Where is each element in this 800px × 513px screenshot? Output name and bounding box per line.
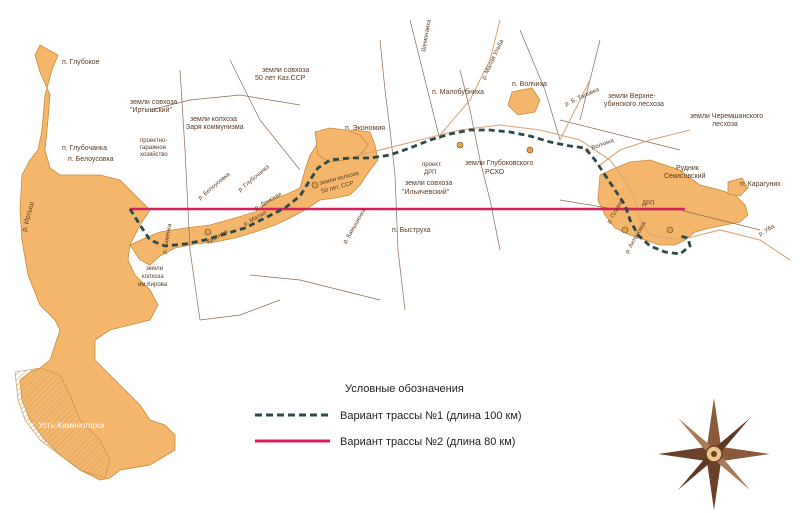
label-verkhne-2: убинского лесхоза bbox=[604, 100, 664, 108]
label-proekt-3: хозяйство bbox=[140, 151, 168, 158]
label-zarya-2: Заря коммунизма bbox=[186, 124, 244, 131]
compass-rose-icon bbox=[658, 398, 770, 510]
label-zarya-1: земли колхоза bbox=[190, 116, 237, 123]
label-uba: р. Уба bbox=[758, 224, 776, 238]
label-ekonomiya: п. Экономия bbox=[345, 125, 385, 132]
rivers bbox=[359, 19, 791, 261]
label-proekt-drp-2: ДРП bbox=[424, 170, 436, 176]
legend-route-2-text: Вариант трассы №2 (длина 80 км) bbox=[340, 436, 515, 448]
label-kamenka: р. Каменка bbox=[162, 223, 173, 255]
label-ust-kamenogorsk: г. Усть-Каменогорск bbox=[32, 421, 105, 430]
label-sovkhoz-50-2: 50 лет Каз.ССР bbox=[255, 75, 306, 82]
label-tagilka: р. Б. Таловка bbox=[564, 87, 601, 108]
label-rudnik-1: Рудник bbox=[676, 165, 700, 172]
route-1-line bbox=[128, 128, 692, 256]
label-glubochanka-river: р. Глубочанка bbox=[237, 164, 271, 194]
label-sovkhoz-50-1: земли совхоза bbox=[262, 67, 309, 74]
label-glubokovsk-2: РСХО bbox=[485, 169, 505, 176]
label-irtysh-sovkhoz-1: земли совхоза bbox=[130, 99, 177, 106]
legend-title: Условные обозначения bbox=[345, 383, 464, 395]
legend: Условные обозначения Вариант трассы №1 (… bbox=[255, 383, 522, 448]
label-volchikha: п. Волчиха bbox=[512, 81, 547, 88]
label-kirov-2: колхоза bbox=[142, 274, 164, 280]
label-rudnik-2: Секисовский bbox=[664, 172, 706, 180]
label-belousovka: п. Белоусовка bbox=[68, 156, 114, 163]
land-volchikha bbox=[507, 87, 541, 116]
label-belousovka-river: р. Белоусовка bbox=[197, 171, 231, 201]
label-glubokovsk-1: земли Глубоковского bbox=[465, 159, 533, 167]
label-kirov-3: им.Кирова bbox=[138, 282, 168, 288]
label-kirov-1: земли bbox=[146, 266, 163, 272]
label-volchikha-river: р. Волчиха bbox=[585, 138, 616, 154]
hatched-city-area bbox=[14, 367, 111, 479]
label-cheremsh-2: лесхоза bbox=[712, 121, 738, 128]
label-bystrukha: п. Быструха bbox=[392, 227, 431, 234]
label-kamyshenka: р. Камышенка bbox=[343, 207, 368, 245]
label-cheremsh-1: земли Черемшанского bbox=[690, 113, 763, 120]
label-ilyich-1: земли совхоза bbox=[405, 180, 452, 187]
label-karagunikh: п. Карагуних bbox=[740, 181, 781, 188]
label-irtysh-sovkhoz-2: "Иртышский" bbox=[130, 106, 172, 114]
label-proekt-1: проектно- bbox=[140, 138, 167, 144]
label-proekt-drp-1: проект. bbox=[422, 162, 442, 168]
legend-route-1-text: Вариант трассы №1 (длина 100 км) bbox=[340, 410, 522, 422]
label-proekt-2: гаражное bbox=[140, 145, 167, 151]
markers bbox=[204, 141, 674, 236]
label-ilyich-2: "Ильичевский" bbox=[402, 188, 450, 196]
land-east bbox=[597, 159, 749, 246]
label-malobubnikha: п. Малобубниха bbox=[432, 88, 484, 96]
label-glubochanka: п. Глубочанка bbox=[62, 144, 107, 152]
label-shemonaikha: Шемонаиха bbox=[421, 19, 433, 53]
label-glubokoe: п. Глубокое bbox=[62, 58, 100, 66]
label-drp: ДРП bbox=[642, 201, 654, 207]
label-verkhne-1: земли Верхне- bbox=[608, 93, 656, 100]
land-karagunikh bbox=[727, 177, 749, 197]
land-ekonomiya bbox=[314, 127, 369, 163]
